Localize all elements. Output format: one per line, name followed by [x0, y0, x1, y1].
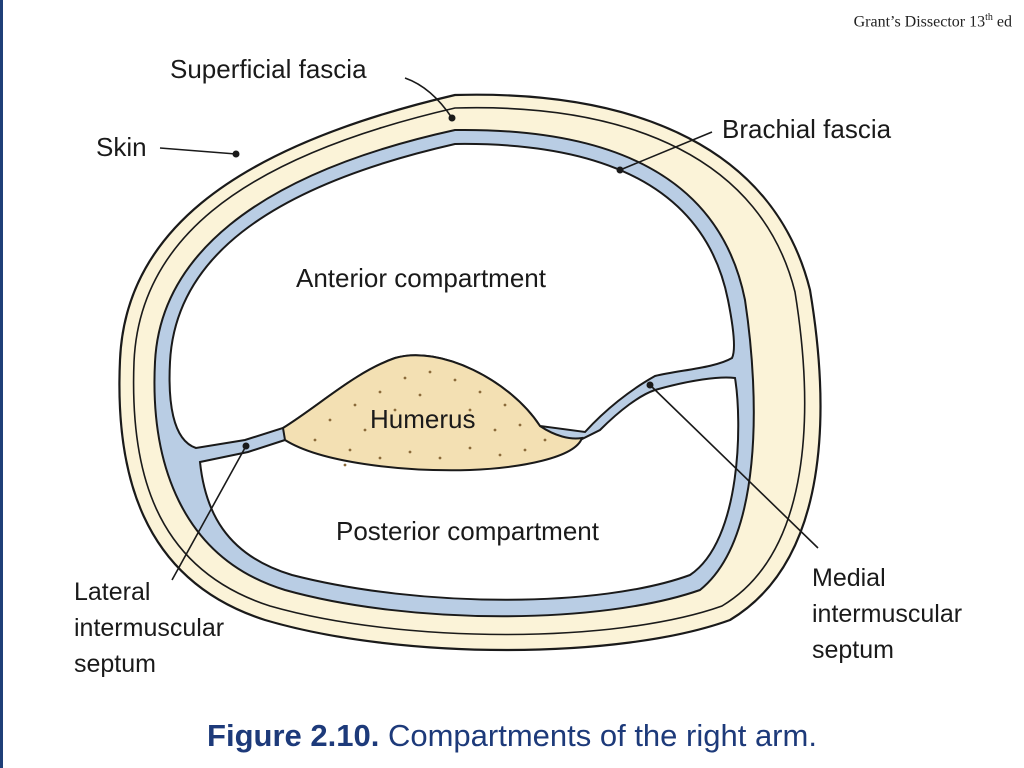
lateral-septum-label-line-2: intermuscular [74, 614, 224, 642]
humerus-bone [281, 354, 584, 472]
medial-septum-label-line-2: intermuscular [812, 600, 962, 628]
anterior-compartment-label: Anterior compartment [296, 263, 547, 293]
skin-inner-line [132, 106, 806, 636]
brachial-fascia-leader [619, 131, 713, 171]
medial-septum-label-line-3: septum [812, 636, 894, 664]
posterior-compartment-label: Posterior compartment [336, 516, 600, 546]
skin-label: Skin [96, 132, 147, 162]
humerus-label: Humerus [370, 404, 475, 434]
source-citation-suffix: ed [992, 13, 1012, 31]
source-citation-text: Grant’s Dissector 13 [853, 13, 986, 31]
figure-caption-text: Compartments of the right arm. [379, 718, 817, 753]
lateral-septum-label-line-1: Lateral [74, 578, 150, 606]
source-citation-sup: th [985, 12, 993, 23]
source-citation: Grant’s Dissector 13th ed [854, 12, 1012, 31]
superficial-fascia-label: Superficial fascia [170, 54, 367, 84]
skin-leader [159, 147, 237, 155]
brachial-fascia-label: Brachial fascia [722, 114, 892, 144]
medial-septum-leader [649, 384, 819, 549]
slide-left-border [0, 0, 3, 768]
humerus-stipple [313, 370, 547, 467]
medial-septum-label-line-1: Medial [812, 564, 886, 592]
lateral-septum-leader [171, 445, 247, 581]
figure-number: Figure 2.10. [207, 718, 380, 753]
superficial-fascia-leader [404, 77, 453, 119]
lateral-septum-label-line-3: septum [74, 650, 156, 678]
figure-caption: Figure 2.10. Compartments of the right a… [0, 718, 1024, 754]
